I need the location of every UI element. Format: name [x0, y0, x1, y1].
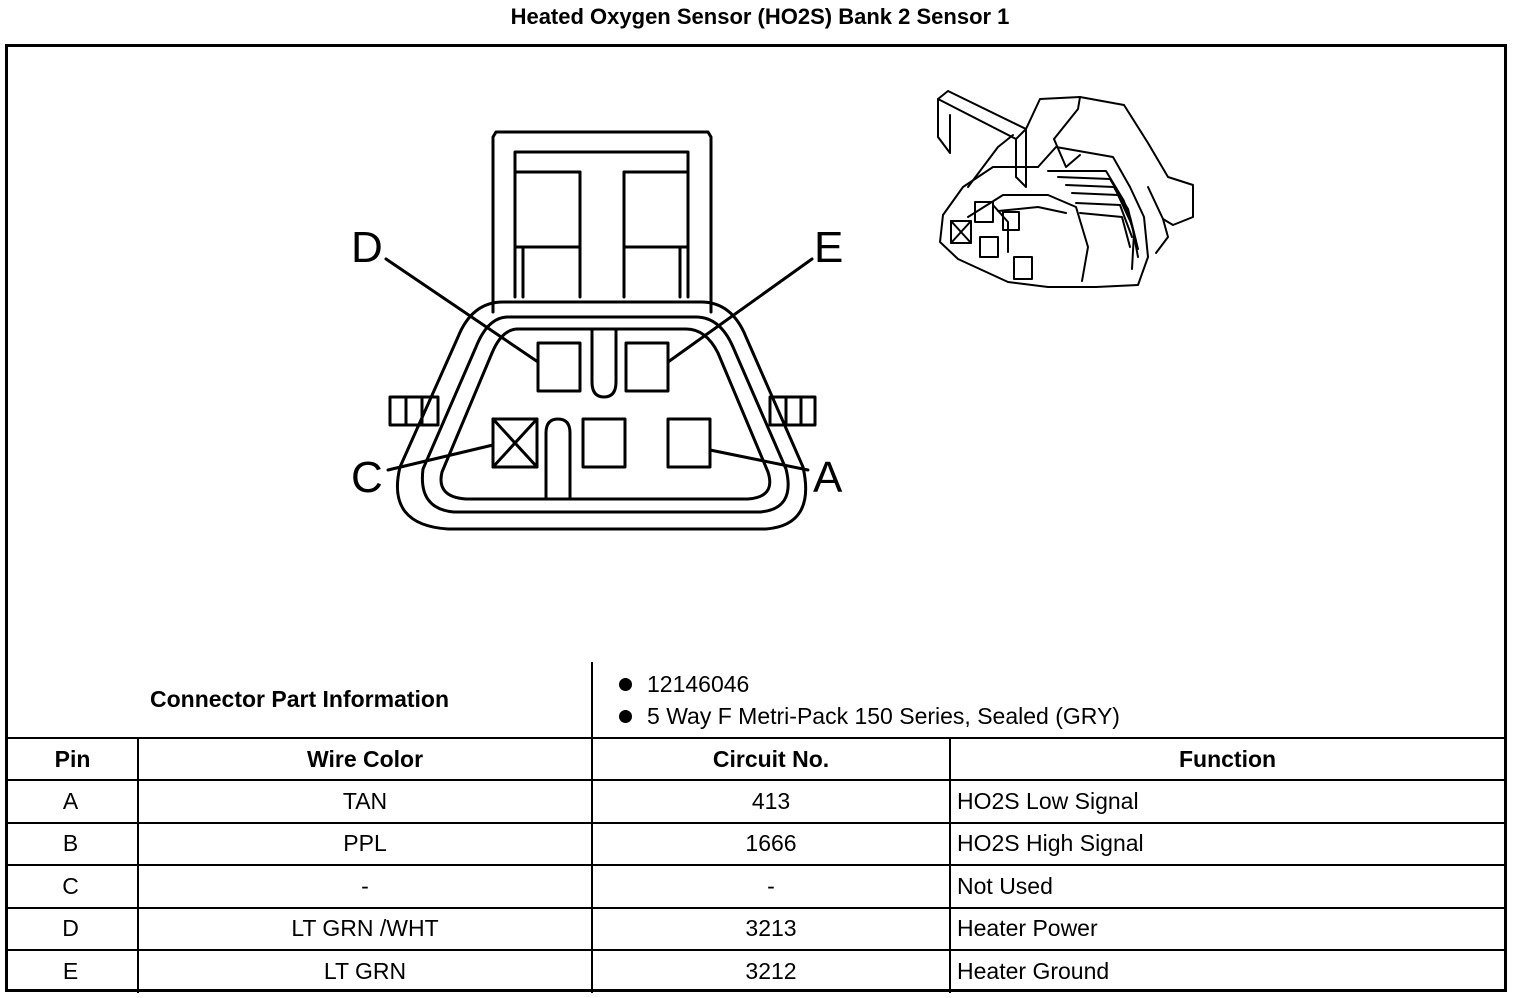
function-cell: Heater Ground	[949, 949, 1505, 993]
pin-cell: C	[8, 864, 139, 909]
keying-slot-top	[590, 327, 618, 399]
circuit-cell: -	[591, 864, 952, 909]
side-tab-left	[388, 395, 440, 427]
connector-face-view	[384, 130, 817, 531]
cavity-d	[536, 341, 582, 393]
leader-line-c	[386, 443, 495, 472]
connector-shell-inner	[439, 327, 772, 501]
wire-color-cell: -	[136, 864, 594, 909]
pin-cell: D	[8, 906, 139, 951]
function-cell: HO2S Low Signal	[949, 779, 1505, 824]
table-row: B PPL 1666 HO2S High Signal	[8, 821, 1505, 866]
connector-part-row: Connector Part Information 12146046 5 Wa…	[8, 662, 1505, 739]
table-row: E LT GRN 3212 Heater Ground	[8, 949, 1505, 993]
leader-line-a	[708, 448, 810, 472]
3d-cavity-2	[979, 236, 999, 258]
table-header-row: Pin Wire Color Circuit No. Function	[8, 737, 1505, 781]
leader-line-e	[666, 257, 814, 364]
connector-info-table: Connector Part Information 12146046 5 Wa…	[8, 662, 1505, 993]
header-function: Function	[949, 737, 1505, 781]
page-title: Heated Oxygen Sensor (HO2S) Bank 2 Senso…	[510, 4, 1010, 29]
pin-cell: E	[8, 949, 139, 993]
diagram-frame: D E C A	[5, 44, 1507, 993]
connector-part-details: 12146046 5 Way F Metri-Pack 150 Series, …	[591, 662, 1505, 739]
connector-3d-illustration	[937, 90, 1194, 288]
pin-label-e: E	[814, 223, 843, 272]
bullet-icon	[619, 677, 633, 691]
pin-cell: B	[8, 821, 139, 866]
connector-latch	[491, 130, 713, 314]
part-list-item: 12146046	[615, 668, 1504, 700]
function-cell: HO2S High Signal	[949, 821, 1505, 866]
function-cell: Not Used	[949, 864, 1505, 909]
connector-shell-middle	[420, 315, 790, 514]
3d-cavity-1	[974, 201, 994, 223]
circuit-cell: 413	[591, 779, 952, 824]
cavity-b	[581, 417, 627, 469]
wire-color-cell: PPL	[136, 821, 594, 866]
cavity-c-plugged	[491, 417, 539, 469]
header-pin: Pin	[8, 737, 139, 781]
connector-shell-outer	[395, 300, 808, 531]
connector-part-label: Connector Part Information	[8, 662, 594, 739]
function-cell: Heater Power	[949, 906, 1505, 951]
cavity-a	[666, 417, 712, 469]
header-circuit-no: Circuit No.	[591, 737, 952, 781]
3d-cavity-4	[1002, 211, 1020, 231]
header-wire-color: Wire Color	[136, 737, 594, 781]
pin-label-d: D	[351, 223, 383, 272]
3d-cavity-3	[1013, 256, 1033, 280]
circuit-cell: 1666	[591, 821, 952, 866]
table-row: C - - Not Used	[8, 864, 1505, 909]
bullet-icon	[619, 709, 633, 723]
wire-color-cell: TAN	[136, 779, 594, 824]
wire-color-cell: LT GRN /WHT	[136, 906, 594, 951]
pin-label-c: C	[351, 453, 383, 502]
leader-line-d	[384, 257, 540, 364]
pin-cell: A	[8, 779, 139, 824]
side-tab-right	[768, 395, 817, 427]
table-row: D LT GRN /WHT 3213 Heater Power	[8, 906, 1505, 951]
connector-drawing: D E C A	[351, 90, 1194, 531]
table-row: A TAN 413 HO2S Low Signal	[8, 779, 1505, 824]
part-list-item: 5 Way F Metri-Pack 150 Series, Sealed (G…	[615, 700, 1504, 732]
wire-color-cell: LT GRN	[136, 949, 594, 993]
pin-label-a: A	[813, 453, 843, 502]
part-description: 5 Way F Metri-Pack 150 Series, Sealed (G…	[647, 702, 1120, 729]
3d-cavity-plugged	[950, 220, 972, 244]
part-number: 12146046	[647, 670, 750, 697]
cavity-e	[624, 341, 670, 393]
circuit-cell: 3212	[591, 949, 952, 993]
keying-slot-bottom	[544, 417, 572, 501]
circuit-cell: 3213	[591, 906, 952, 951]
connector-part-list: 12146046 5 Way F Metri-Pack 150 Series, …	[594, 668, 1504, 732]
